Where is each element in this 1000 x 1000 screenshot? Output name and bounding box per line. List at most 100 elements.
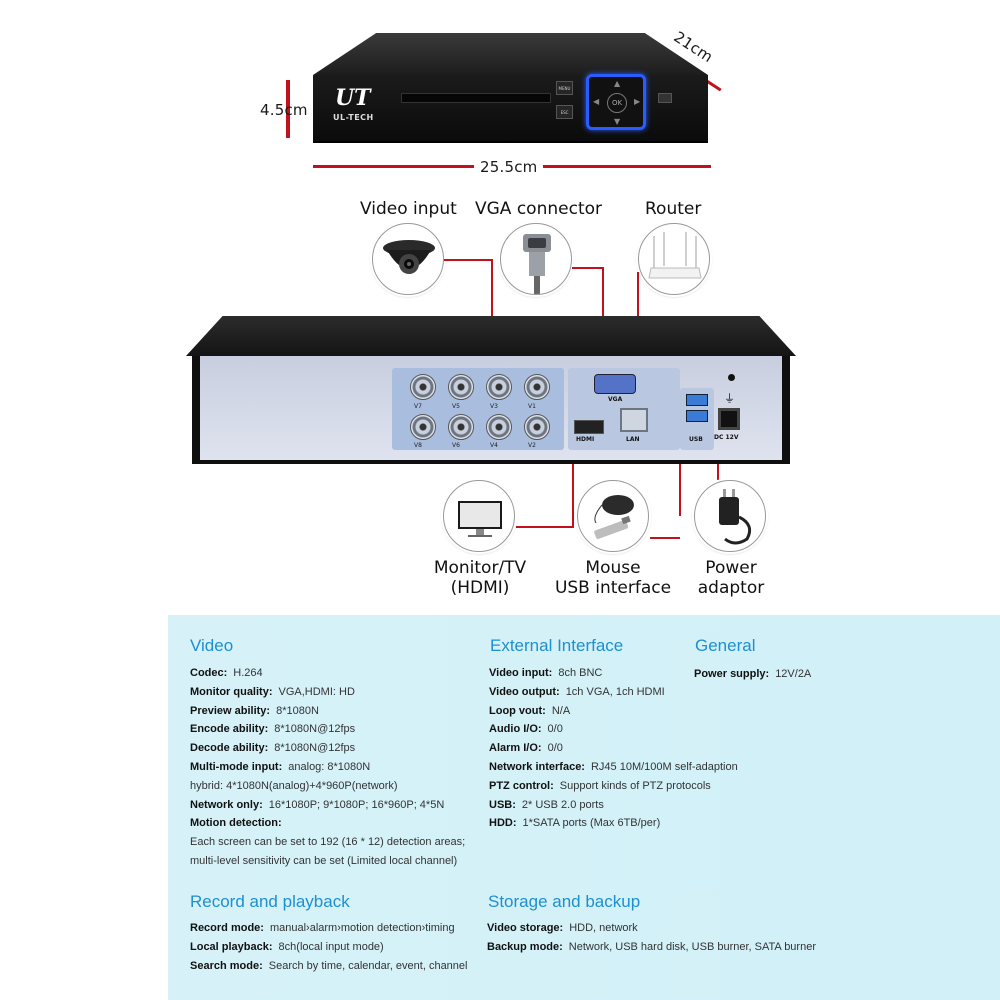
spec-value: Network, USB hard disk, USB burner, SATA… — [568, 940, 816, 953]
monitor-label: Monitor/TV (HDMI) — [424, 558, 536, 598]
brand-name: UL-TECH — [333, 113, 374, 122]
usb-port — [686, 394, 708, 406]
spec-row: hybrid: 4*1080N(analog)+4*960P(network) — [190, 780, 398, 792]
bnc-port — [486, 414, 512, 440]
spec-row: Power supply:12V/2A — [694, 668, 811, 680]
arrow-up-icon: ▲ — [614, 79, 621, 88]
spec-value: RJ45 10M/100M self-adaption — [590, 761, 738, 773]
spec-label: Video storage: — [487, 922, 564, 934]
spec-label: Network only: — [190, 798, 263, 811]
spec-value: 1*SATA ports (Max 6TB/per) — [522, 817, 661, 830]
bnc-port — [448, 374, 474, 400]
spec-row: Alarm I/O:0/0 — [489, 742, 563, 754]
spec-row: PTZ control: Support kinds of PTZ protoco… — [489, 780, 711, 792]
spec-label: PTZ control: — [489, 779, 554, 792]
dvr-front-face: UT UL-TECH MENU ESC ▲ ▼ ◀ ▶ OK — [313, 74, 708, 143]
spec-value: Each screen can be set to 192 (16 * 12) … — [190, 836, 466, 849]
bnc-label: V7 — [414, 403, 422, 410]
esc-button: ESC — [556, 105, 573, 119]
dvr-rear-face: V7 V5 V3 V1 V8 V6 V4 V2 VGA HDMI LAN USB — [192, 356, 790, 464]
spec-label: Backup mode: — [487, 940, 563, 953]
vga-plug-icon — [523, 234, 551, 294]
hdmi-port-label: HDMI — [576, 436, 595, 443]
hdmi-port — [574, 420, 604, 434]
bnc-label: V3 — [490, 403, 498, 410]
usb-port — [686, 410, 708, 422]
spec-row: Video output:1ch VGA, 1ch HDMI — [489, 686, 665, 698]
bnc-port — [486, 374, 512, 400]
spec-label: Motion detection: — [190, 817, 282, 830]
monitor-image — [443, 480, 515, 552]
mouse-label-line1: Mouse — [585, 558, 641, 578]
spec-value: HDD, network — [569, 922, 638, 934]
spec-value: 0/0 — [547, 723, 563, 736]
spec-label: Network interface: — [489, 761, 585, 773]
mouse-image — [577, 480, 649, 552]
power-adaptor-image — [694, 480, 766, 552]
spec-value: multi-level sensitivity can be set (Limi… — [190, 855, 458, 867]
video-input-label: Video input — [360, 199, 457, 219]
spec-value: 8*1080N — [276, 704, 319, 717]
monitor-label-line2: (HDMI) — [450, 578, 510, 598]
vga-connector-label: VGA connector — [475, 199, 602, 219]
brand-logo: UT — [335, 85, 371, 111]
spec-value: 8*1080N@12fps — [274, 742, 356, 755]
dc-port-label: DC 12V — [714, 434, 739, 441]
ground-symbol-icon: ⏚ — [724, 392, 735, 405]
spec-label: Loop vout: — [489, 704, 546, 717]
spec-value: N/A — [551, 704, 571, 717]
spec-label: HDD: — [489, 817, 517, 830]
spec-label: USB: — [489, 798, 516, 811]
spec-label: Record mode: — [190, 922, 264, 934]
spec-value: Support kinds of PTZ protocols — [559, 779, 711, 792]
dvr-rear-view: V7 V5 V3 V1 V8 V6 V4 V2 VGA HDMI LAN USB — [186, 316, 796, 468]
bnc-port — [524, 414, 550, 440]
spec-value: 8ch(local input mode) — [278, 940, 384, 953]
spec-row: Multi-mode input: analog: 8*1080N — [190, 761, 370, 773]
spec-row: Loop vout: N/A — [489, 705, 570, 717]
bnc-label: V4 — [490, 442, 498, 449]
record-heading: Record and playback — [190, 892, 350, 911]
av-port-panel: VGA HDMI LAN — [568, 368, 680, 450]
dome-camera-icon — [383, 240, 435, 274]
mouse-label: Mouse USB interface — [548, 558, 678, 598]
spec-value: Search by time, calendar, event, channel — [268, 959, 468, 972]
spec-value: analog: 8*1080N — [288, 761, 371, 773]
spec-value: H.264 — [233, 667, 263, 679]
router-icon — [648, 232, 702, 279]
spec-value: 1ch VGA, 1ch HDMI — [565, 685, 665, 698]
height-label: 4.5cm — [260, 101, 308, 119]
mouse-icon — [594, 495, 634, 539]
spec-label: Decode ability: — [190, 742, 269, 755]
vga-connector-image — [500, 223, 572, 295]
bnc-port — [410, 414, 436, 440]
bnc-port — [448, 414, 474, 440]
lan-port-label: LAN — [626, 436, 640, 443]
navigation-pad: ▲ ▼ ◀ ▶ OK — [586, 74, 646, 130]
router-label: Router — [645, 199, 702, 219]
spec-label: Multi-mode input: — [190, 761, 283, 773]
router-image — [638, 223, 710, 295]
usb-port-panel: USB — [680, 388, 714, 450]
height-marker — [286, 80, 290, 138]
power-label-line1: Power — [705, 558, 757, 578]
bnc-port-panel: V7 V5 V3 V1 V8 V6 V4 V2 — [392, 368, 564, 450]
vga-port-label: VGA — [608, 396, 623, 403]
spec-row: Local playback:8ch(local input mode) — [190, 941, 384, 953]
spec-row: Backup mode: Network, USB hard disk, USB … — [487, 941, 816, 953]
dvr-rear-top — [186, 316, 796, 356]
storage-heading: Storage and backup — [488, 892, 641, 911]
power-label-line2: adaptor — [697, 578, 765, 598]
general-heading: General — [695, 636, 756, 655]
vga-port — [594, 374, 636, 394]
spec-label: Codec: — [190, 667, 228, 679]
spec-label: Encode ability: — [190, 723, 269, 736]
side-handle — [658, 93, 672, 103]
spec-row: Search mode:Search by time, calendar, ev… — [190, 960, 467, 972]
external-interface-heading: External Interface — [490, 636, 624, 655]
arrow-down-icon: ▼ — [614, 117, 621, 126]
power-label: Power adaptor — [686, 558, 776, 598]
bnc-label: V6 — [452, 442, 460, 449]
dvr-front-view: UT UL-TECH MENU ESC ▲ ▼ ◀ ▶ OK — [313, 33, 708, 145]
